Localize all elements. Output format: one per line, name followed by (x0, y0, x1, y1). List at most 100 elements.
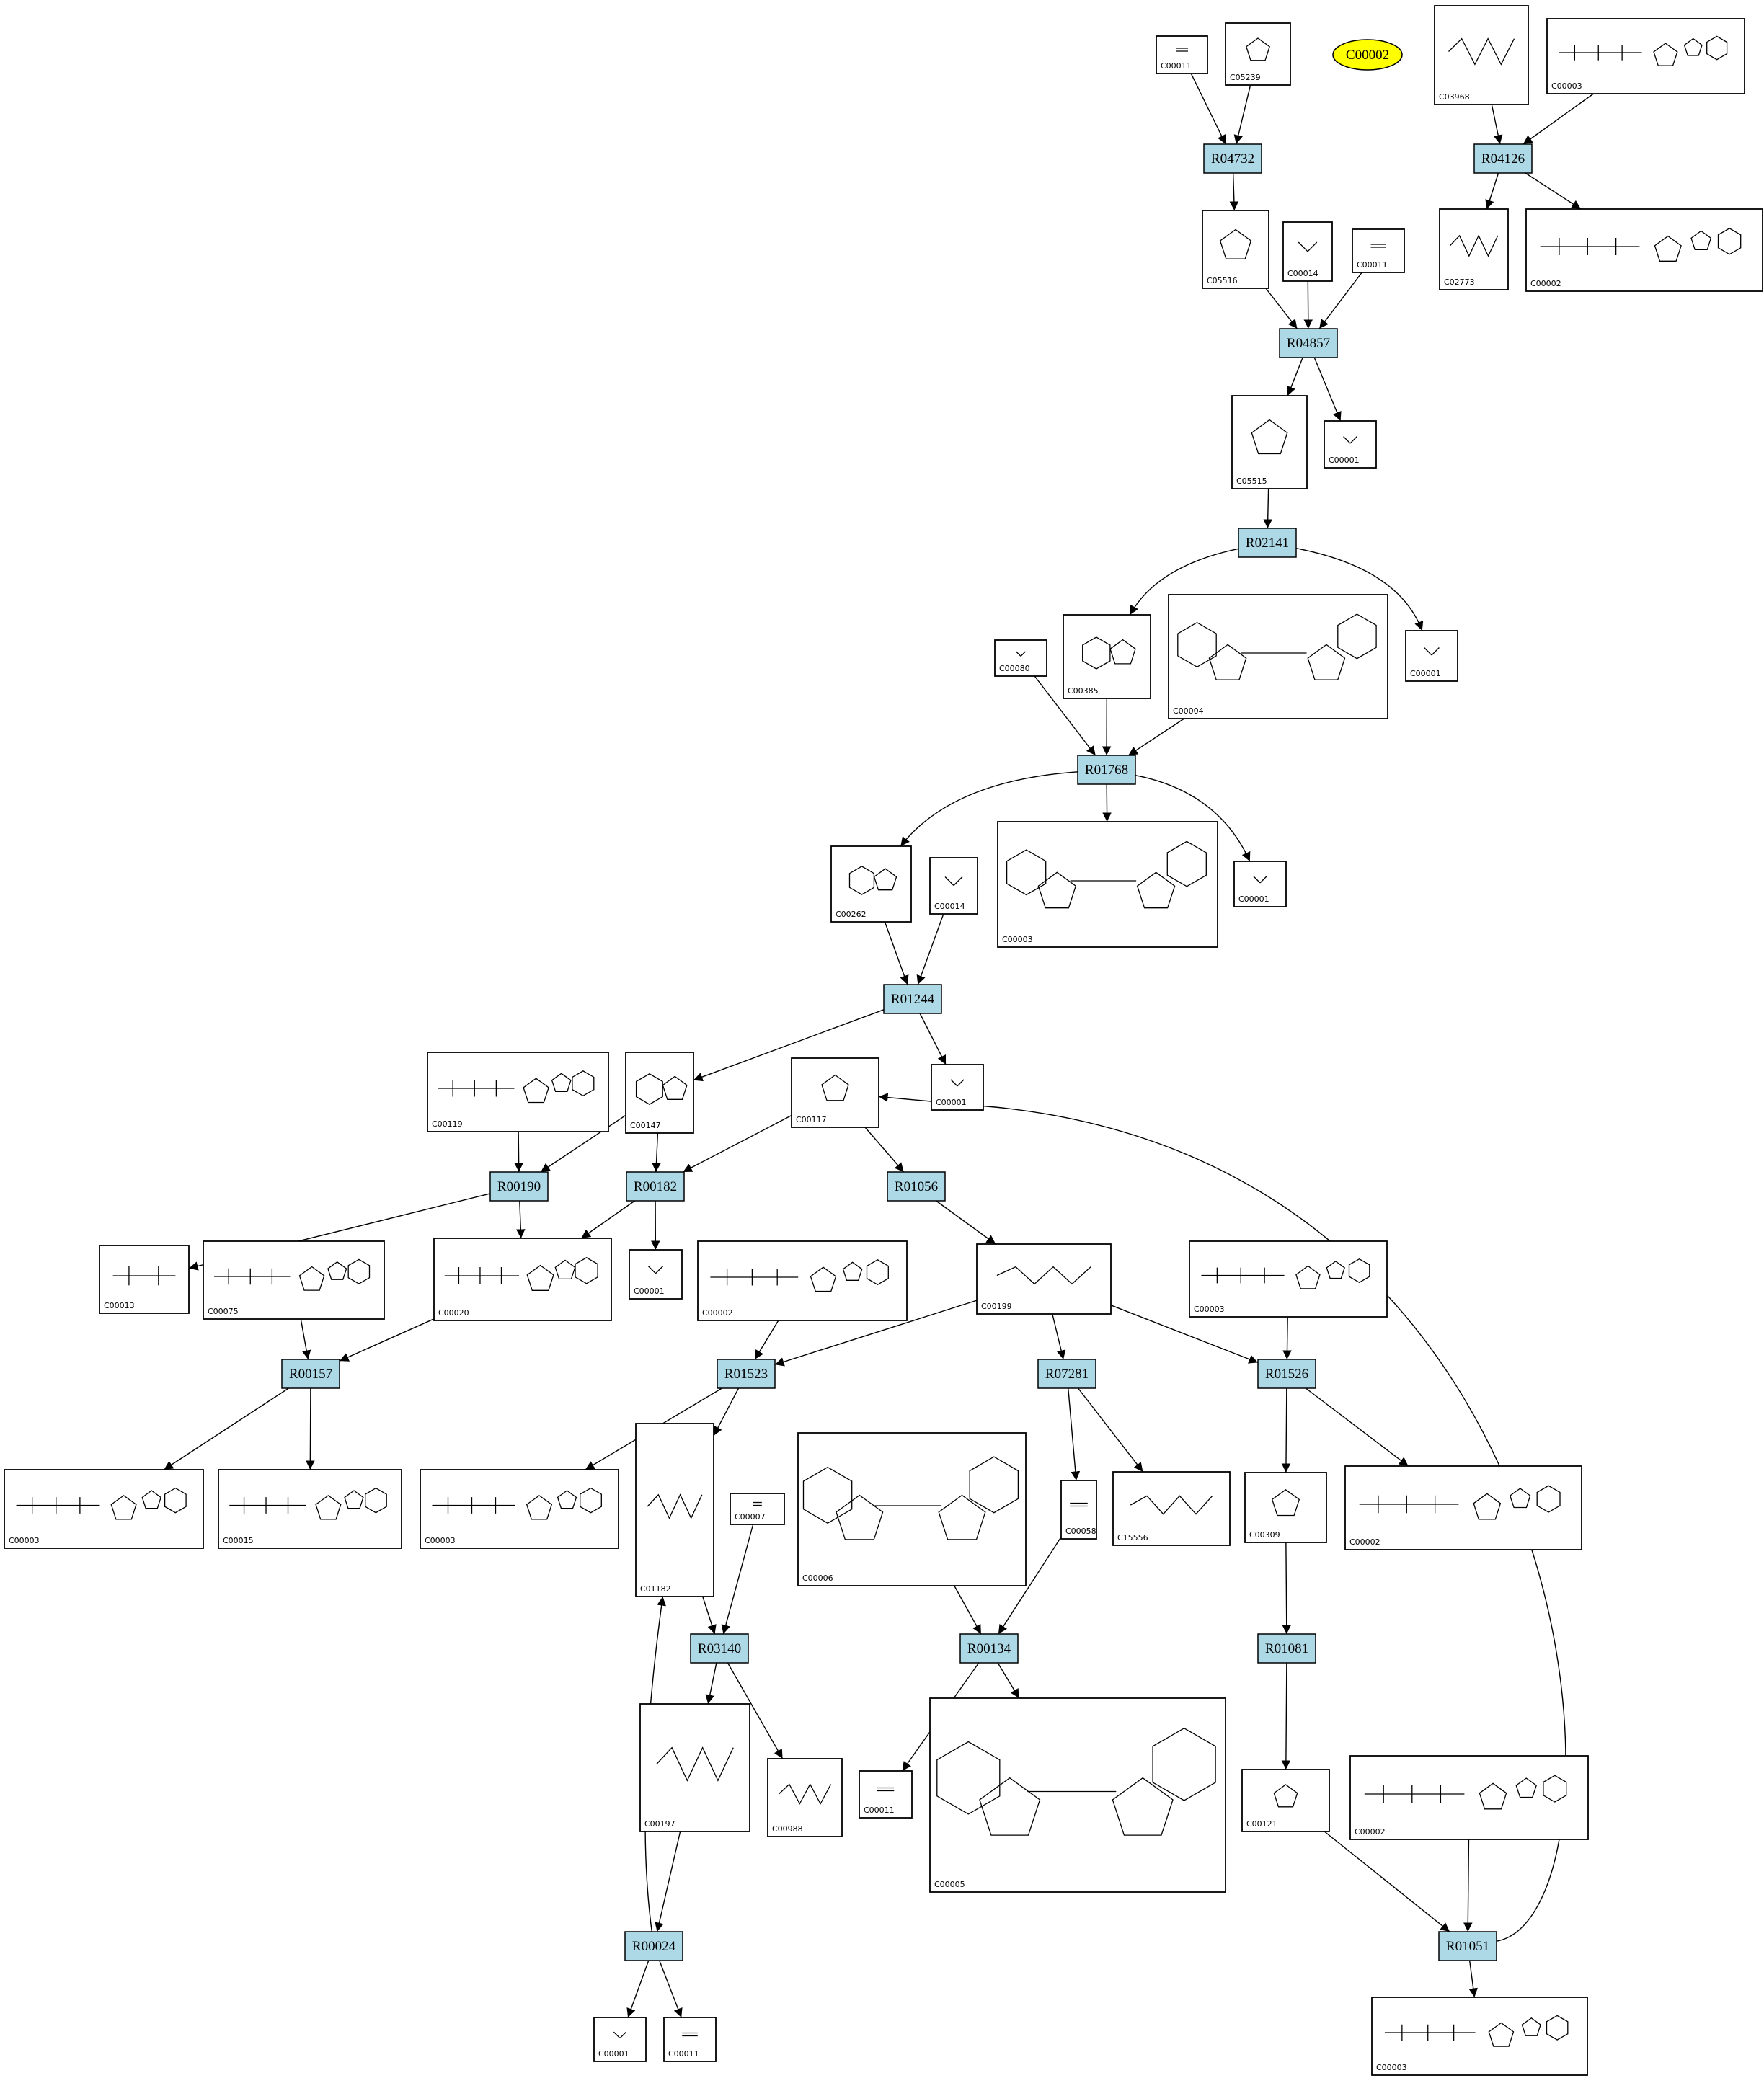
reaction-node[interactable]: R07281 (1037, 1359, 1096, 1389)
compound-node[interactable]: C00002 (1349, 1755, 1589, 1840)
compound-node[interactable]: C15556 (1112, 1471, 1231, 1546)
compound-label: C00020 (438, 1308, 469, 1318)
compound-label: C00005 (934, 1880, 965, 1889)
compound-node[interactable]: C00003 (1371, 1997, 1588, 2076)
highlighted-compound[interactable]: C00002 (1332, 39, 1403, 71)
compound-node[interactable]: C00001 (1324, 420, 1377, 469)
compound-node[interactable]: C00014 (1282, 221, 1333, 282)
compound-node[interactable]: C00004 (1168, 594, 1388, 719)
compound-node[interactable]: C00002 (1344, 1465, 1582, 1550)
compound-node[interactable]: C00011 (1156, 35, 1208, 74)
compound-node[interactable]: C00309 (1244, 1472, 1327, 1543)
reaction-node[interactable]: R01081 (1257, 1633, 1316, 1664)
reaction-node[interactable]: R04732 (1203, 143, 1262, 174)
reaction-box (626, 1171, 685, 1202)
structure-sketch (996, 1266, 1091, 1285)
structure-sketch (979, 1777, 1041, 1836)
compound-label: C05239 (1230, 73, 1261, 82)
reaction-node[interactable]: R04857 (1279, 328, 1338, 358)
compound-node[interactable]: C00020 (433, 1238, 612, 1321)
compound-node[interactable]: C00006 (797, 1432, 1027, 1586)
compound-node[interactable]: C00262 (830, 845, 912, 923)
structure-sketch (1136, 871, 1176, 909)
reaction-node[interactable]: R01244 (883, 984, 942, 1014)
compound-node[interactable]: C00001 (593, 2017, 647, 2062)
edge-c28-to-R01523 (754, 1320, 779, 1360)
edge-R00182-to-c26 (580, 1200, 635, 1239)
reaction-node[interactable]: R00134 (959, 1633, 1019, 1664)
compound-node[interactable]: C00003 (420, 1469, 619, 1549)
reaction-label: R02141 (1246, 536, 1289, 551)
structure-sketch (950, 1079, 958, 1087)
compound-node[interactable]: C00003 (4, 1469, 204, 1549)
edge-c34-to-R03140 (702, 1596, 717, 1635)
compound-node[interactable]: C00015 (218, 1469, 402, 1549)
reaction-node[interactable]: R00190 (489, 1171, 549, 1202)
compound-box (929, 857, 978, 915)
compound-node[interactable]: C00011 (1352, 228, 1405, 273)
compound-node[interactable]: C00119 (427, 1052, 609, 1132)
structure-sketch (1654, 235, 1682, 262)
compound-node[interactable]: C00988 (767, 1758, 843, 1837)
compound-node[interactable]: C05516 (1202, 210, 1269, 289)
edge-c37-to-R00134 (998, 1536, 1062, 1635)
compound-node[interactable]: C00197 (639, 1703, 750, 1832)
compound-node[interactable]: C05515 (1231, 395, 1308, 489)
compound-node[interactable]: C00121 (1241, 1769, 1330, 1832)
structure-sketch (1690, 230, 1712, 251)
reaction-box (1238, 528, 1297, 558)
compound-node[interactable]: C02773 (1439, 208, 1509, 290)
compound-node[interactable]: C00001 (931, 1064, 984, 1111)
compound-node[interactable]: C00199 (976, 1243, 1112, 1315)
compound-node[interactable]: C05239 (1225, 22, 1291, 86)
compound-node[interactable]: C00011 (859, 1770, 913, 1819)
compound-node[interactable]: C00002 (1525, 208, 1763, 292)
compound-label: C00080 (999, 664, 1030, 673)
compound-node[interactable]: C00001 (1233, 861, 1287, 907)
reaction-node[interactable]: R00157 (281, 1359, 340, 1389)
compound-node[interactable]: C00003 (997, 821, 1218, 948)
reaction-box (690, 1633, 749, 1664)
reaction-node[interactable]: R01768 (1077, 755, 1136, 785)
reaction-node[interactable]: R01526 (1257, 1359, 1316, 1389)
compound-node[interactable]: C00003 (1546, 18, 1745, 94)
compound-box (1233, 861, 1287, 907)
reaction-node[interactable]: R02141 (1238, 528, 1297, 558)
reaction-node[interactable]: R01523 (717, 1359, 776, 1389)
reaction-label: R00134 (967, 1641, 1011, 1656)
reaction-node[interactable]: R01051 (1438, 1931, 1497, 1961)
compound-label: C00003 (1551, 81, 1582, 91)
compound-node[interactable]: C00075 (203, 1240, 385, 1320)
compound-box (663, 2017, 717, 2062)
compound-node[interactable]: C03968 (1434, 5, 1529, 105)
reaction-node[interactable]: R01056 (887, 1171, 946, 1202)
compound-label: C02773 (1444, 277, 1475, 287)
structure-sketch (1271, 1488, 1300, 1517)
reaction-node[interactable]: R00182 (626, 1171, 685, 1202)
reaction-node[interactable]: R04126 (1473, 143, 1533, 174)
compound-node[interactable]: C00005 (929, 1697, 1226, 1893)
compound-node[interactable]: C00001 (1405, 630, 1458, 682)
reaction-label: R04732 (1211, 151, 1254, 166)
compound-node[interactable]: C00117 (791, 1057, 879, 1128)
compound-node[interactable]: C00014 (929, 857, 978, 915)
reaction-node[interactable]: R00024 (624, 1931, 683, 1961)
compound-node[interactable]: C00080 (994, 639, 1047, 677)
compound-node[interactable]: C01182 (635, 1423, 714, 1597)
compound-label: C00011 (864, 1806, 895, 1815)
compound-node[interactable]: C00058 (1060, 1480, 1097, 1540)
reaction-node[interactable]: R03140 (690, 1633, 749, 1664)
edge-R01244-to-c21 (693, 1009, 885, 1082)
compound-label: C00119 (432, 1119, 463, 1129)
edge-c4-to-R04126 (1523, 93, 1594, 145)
reaction-box (717, 1359, 776, 1389)
compound-node[interactable]: C00001 (629, 1249, 683, 1300)
compound-node[interactable]: C00003 (1189, 1240, 1388, 1318)
compound-node[interactable]: C00002 (697, 1240, 908, 1321)
compound-label: C00197 (644, 1819, 675, 1829)
compound-node[interactable]: C00007 (730, 1493, 785, 1525)
compound-node[interactable]: C00385 (1063, 614, 1151, 699)
compound-node[interactable]: C00011 (663, 2017, 717, 2062)
compound-node[interactable]: C00013 (99, 1245, 190, 1314)
compound-node[interactable]: C00147 (625, 1052, 694, 1134)
